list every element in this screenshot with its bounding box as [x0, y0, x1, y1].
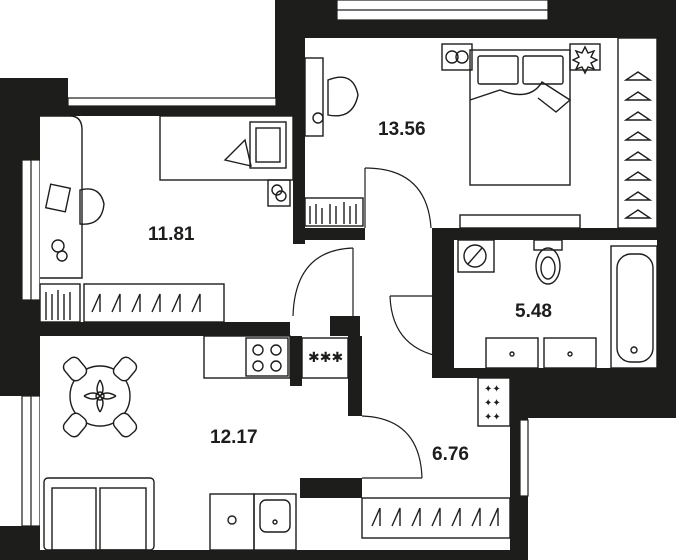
doors: [292, 167, 451, 479]
bathroom-furniture: [457, 239, 658, 369]
area-labels: 13.56 11.81 5.48 12.17 6.76: [148, 119, 552, 465]
room-area-kitchen: 12.17: [210, 427, 258, 448]
svg-text:✦✦: ✦✦: [484, 384, 501, 395]
living-room-furniture: [39, 115, 294, 323]
kitchen-furniture: ✱✱✱: [43, 335, 349, 551]
room-area-bathroom: 5.48: [515, 301, 552, 322]
svg-text:✦✦: ✦✦: [484, 398, 501, 409]
room-area-living-room: 11.81: [148, 224, 195, 245]
room-area-hallway: 6.76: [432, 444, 469, 465]
hallway-furniture: ✦✦ ✦✦ ✦✦: [361, 377, 511, 539]
star-icon: ✱✱✱: [308, 350, 343, 366]
windows: [21, 0, 549, 527]
svg-text:✦✦: ✦✦: [484, 412, 501, 423]
hanger-icon: [623, 71, 653, 219]
bedroom-furniture: [304, 37, 658, 229]
room-area-bedroom: 13.56: [378, 119, 426, 140]
